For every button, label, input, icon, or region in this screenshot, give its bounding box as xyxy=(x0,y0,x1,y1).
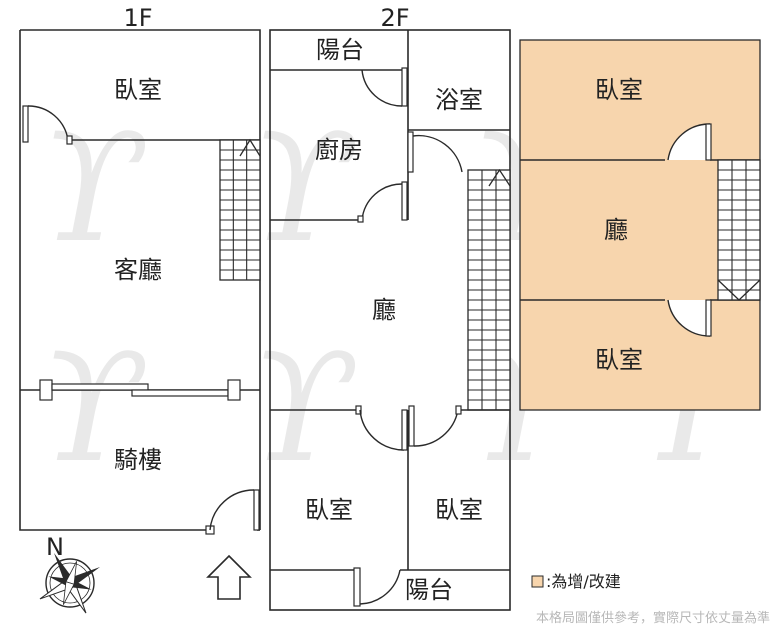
f2-room-balcony-bottom: 陽台 xyxy=(405,576,453,604)
f2-kitchen-door[interactable] xyxy=(357,181,408,223)
f2-balcony-top-door[interactable] xyxy=(361,67,408,107)
legend-swatch xyxy=(531,575,544,588)
f2-bedroom-left-door[interactable] xyxy=(355,405,408,451)
f2-room-bedroom-right: 臥室 xyxy=(435,496,483,524)
floor-2f-title: 2F xyxy=(380,4,409,32)
f1-room-arcade: 騎樓 xyxy=(114,446,162,474)
f1-entrance-door[interactable] xyxy=(205,489,260,535)
legend-text: :為增/改建 xyxy=(546,572,621,591)
compass-north-label: N xyxy=(46,533,64,561)
f2-room-bedroom-left: 臥室 xyxy=(305,496,353,524)
floor-1f-title: 1F xyxy=(123,4,152,32)
f2-balcony-bottom-door[interactable] xyxy=(353,567,401,607)
compass-rose-icon xyxy=(39,552,101,614)
f2-bedroom-right-door[interactable] xyxy=(408,405,462,447)
floor-3f: 臥室 廳 臥室 xyxy=(519,39,761,411)
f1-staircase xyxy=(219,138,261,281)
compass: N xyxy=(39,533,101,614)
f1-sliding-door[interactable] xyxy=(20,379,260,401)
f1-room-living: 客廳 xyxy=(114,256,162,284)
svg-text:ϒ: ϒ xyxy=(250,322,357,496)
f1-room-bedroom: 臥室 xyxy=(114,76,162,104)
disclaimer-text: 本格局圖僅供參考，實際尺寸依丈量為準 xyxy=(536,610,770,626)
svg-text:ϒ: ϒ xyxy=(40,102,147,276)
svg-text:ϒ: ϒ xyxy=(250,102,357,276)
f3-bedroom-top-door[interactable] xyxy=(667,123,712,161)
floor-2f: 2F xyxy=(269,4,511,611)
f3-room-bedroom-top: 臥室 xyxy=(595,76,643,104)
f3-room-bedroom-bottom: 臥室 xyxy=(595,346,643,374)
legend: :為增/改建 xyxy=(531,572,621,591)
f1-outer-top-right xyxy=(20,29,261,530)
entrance-arrow-icon xyxy=(206,554,252,600)
f2-staircase xyxy=(467,168,511,411)
f1-outer-left-bottom xyxy=(19,30,210,531)
svg-text:ϒ: ϒ xyxy=(40,322,147,496)
f3-room-hall: 廳 xyxy=(604,216,628,244)
f2-room-balcony-top: 陽台 xyxy=(316,36,364,64)
floor-1f: 1F 臥室 客廳 xyxy=(19,4,261,535)
f2-room-hall: 廳 xyxy=(372,296,396,324)
f3-staircase xyxy=(717,159,761,301)
f2-room-kitchen: 廚房 xyxy=(315,136,363,164)
f2-room-bath: 浴室 xyxy=(435,86,483,114)
f2-bath-door[interactable] xyxy=(407,131,463,173)
f1-bedroom-door[interactable] xyxy=(22,105,73,145)
f3-bedroom-bottom-door[interactable] xyxy=(667,299,712,337)
